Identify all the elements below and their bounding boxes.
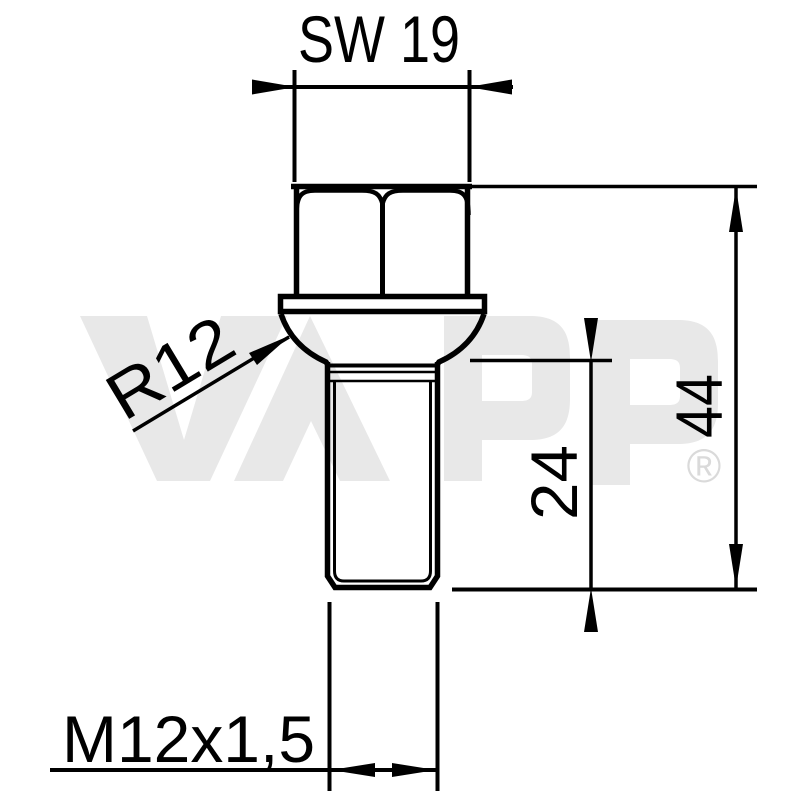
- dimension-overall-length: 44: [452, 184, 757, 592]
- watermark: ®: [80, 316, 721, 492]
- len24-arrow-top: [584, 318, 598, 362]
- len24-arrow-bottom: [584, 588, 598, 632]
- sw19-arrow-right: [468, 79, 512, 95]
- thread-spec-label: M12x1,5: [62, 702, 315, 776]
- m12-arrow-right: [392, 763, 436, 777]
- watermark-registered-icon: ®: [687, 439, 722, 492]
- dimension-annotations: SW 19 R12 44 24: [50, 2, 757, 791]
- seat-curve-left: [278, 313, 331, 367]
- watermark-letter-v: [80, 316, 287, 481]
- thread-minor-diameter-lines: [333, 381, 432, 583]
- m12-arrow-left: [331, 763, 375, 777]
- watermark-letter-p2: [592, 320, 718, 485]
- r12-arrow: [249, 335, 291, 365]
- overall-length-label: 44: [662, 374, 736, 438]
- dimension-thread-spec: M12x1,5: [50, 602, 440, 791]
- dimension-wrench-size: SW 19: [252, 2, 513, 182]
- wrench-size-label: SW 19: [298, 2, 460, 76]
- seat-curve-right: [434, 313, 487, 367]
- len44-arrow-bottom: [729, 544, 743, 588]
- head-chamfer-arc-left: [294, 188, 385, 216]
- bolt-hex-head: [291, 183, 472, 296]
- dimension-thread-length: 24: [470, 318, 612, 632]
- bolt-threaded-shank: [324, 362, 441, 591]
- watermark-letter-a: [234, 316, 390, 481]
- bolt-geometry: [277, 183, 488, 591]
- bolt-flange: [277, 293, 488, 315]
- watermark-letter-p1: [444, 316, 570, 481]
- bolt-ball-seat: [278, 313, 487, 367]
- len44-arrow-top: [729, 188, 743, 232]
- sw19-arrow-left: [252, 79, 296, 95]
- head-chamfer-arc-right: [380, 188, 471, 216]
- shank-outline: [324, 362, 441, 591]
- thread-length-label: 24: [517, 445, 591, 520]
